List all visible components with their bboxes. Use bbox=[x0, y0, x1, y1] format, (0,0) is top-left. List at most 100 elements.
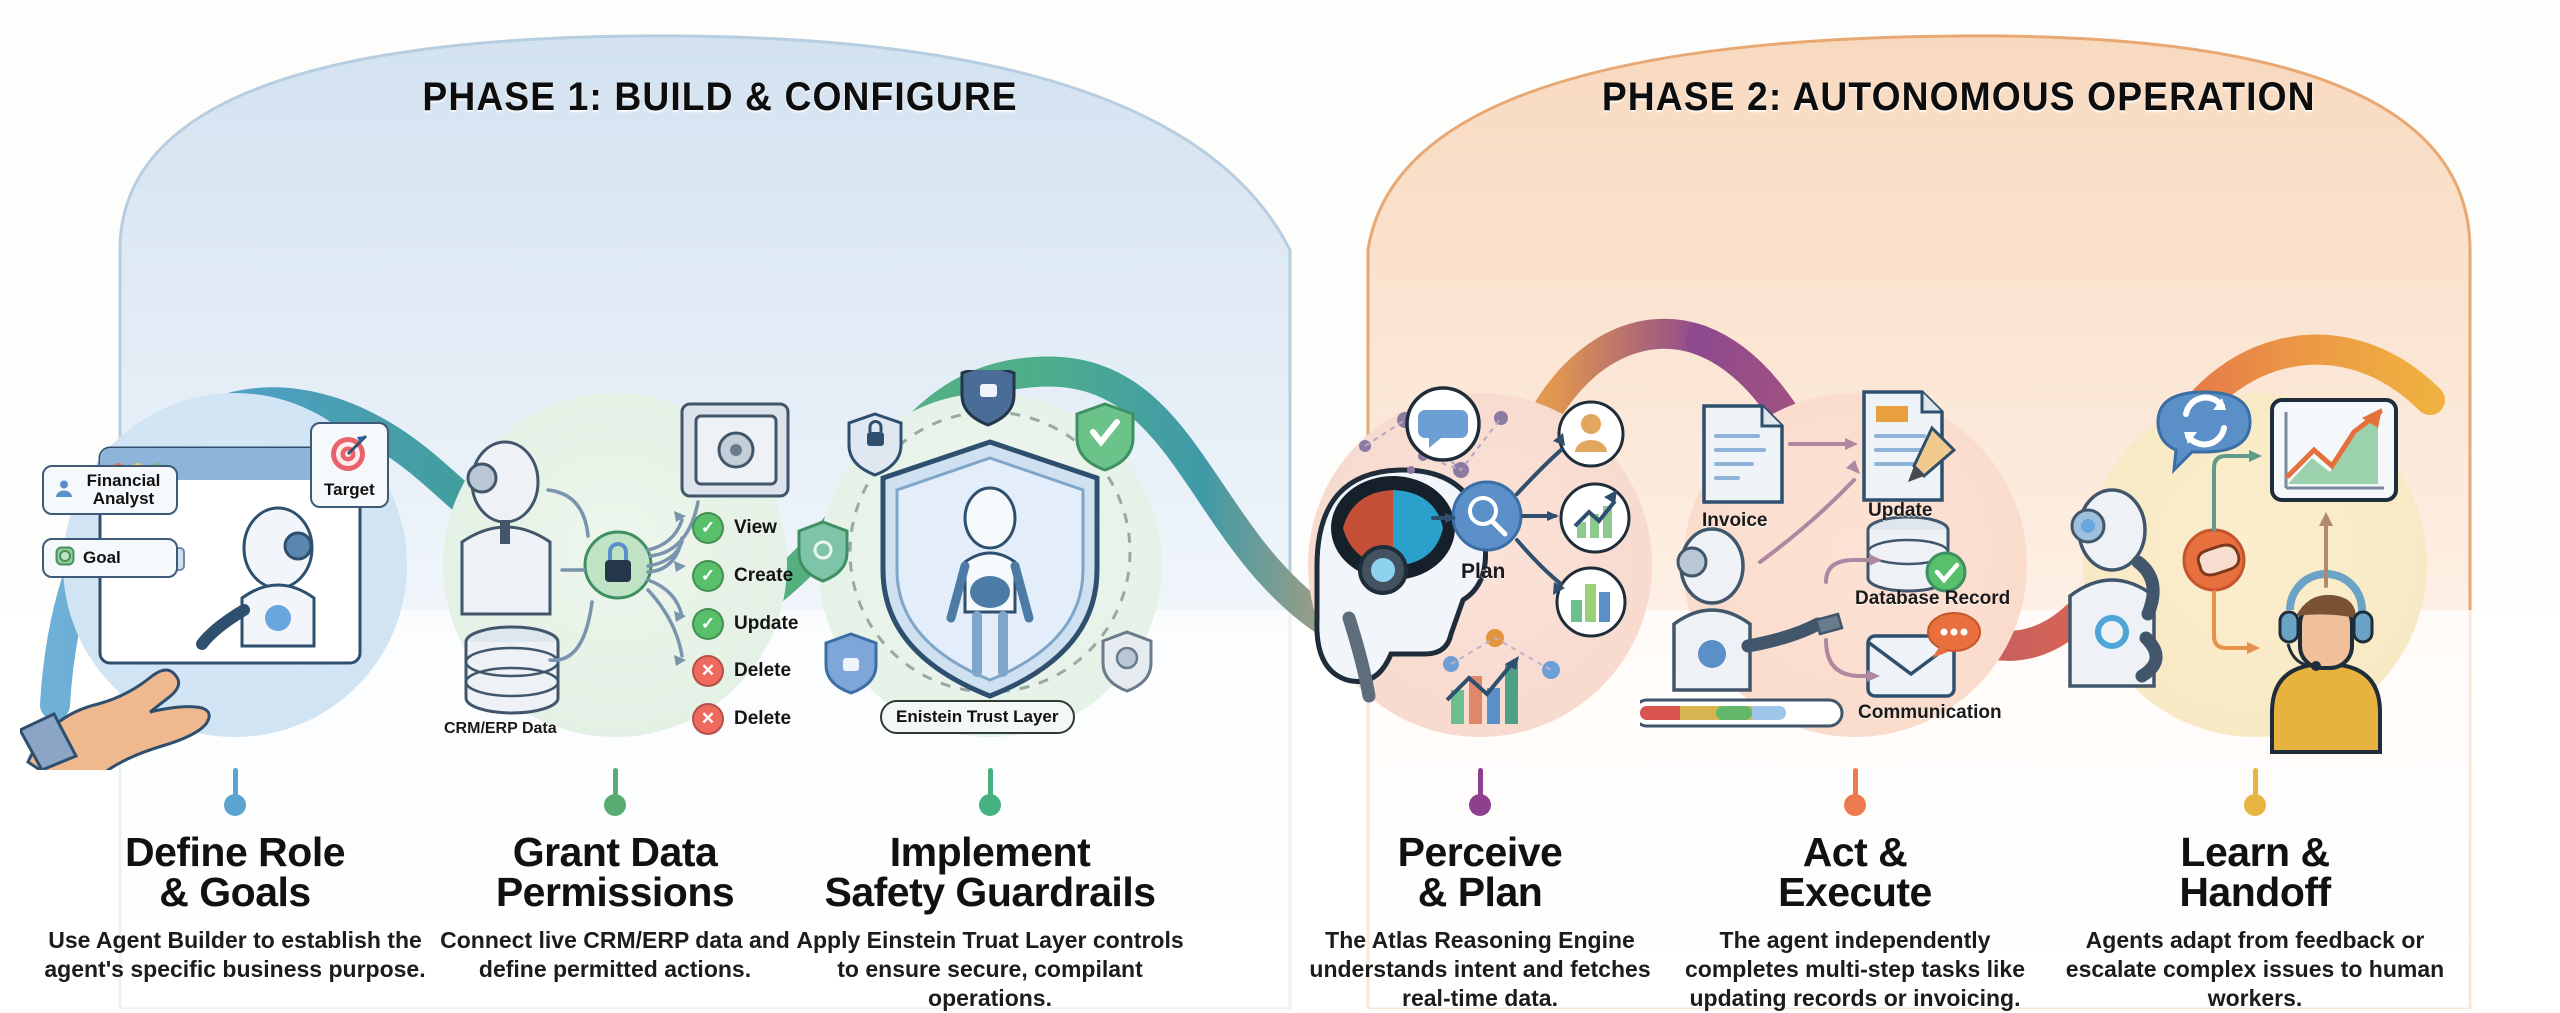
update-doc-icon bbox=[1862, 390, 1957, 502]
communication-label: Communication bbox=[1858, 702, 2002, 723]
step-2-title: Grant Data Permissions bbox=[400, 829, 830, 916]
step-perceive-plan[interactable]: Plan Perceive & Plan The Atlas Reasoning… bbox=[1265, 370, 1695, 1013]
step-1-title-line2: & Goals bbox=[159, 869, 311, 916]
step-5-title-line1: Act & bbox=[1802, 829, 1908, 875]
step-6-description: Agents adapt from feedback or escalate c… bbox=[2065, 927, 2445, 1012]
permission-label: Create bbox=[734, 565, 794, 586]
outcome-trend bbox=[1559, 482, 1631, 554]
trust-layer-badge[interactable]: Enistein Trust Layer bbox=[880, 700, 1075, 734]
human-agent-icon bbox=[2270, 570, 2382, 754]
step-4-title-line1: Perceive bbox=[1397, 829, 1563, 875]
step-6-illustration bbox=[2040, 370, 2470, 770]
step-5-title: Act & Execute bbox=[1640, 829, 2070, 916]
target-icon bbox=[327, 431, 371, 479]
cross-icon: ✕ bbox=[692, 655, 724, 687]
goal-icon bbox=[54, 545, 76, 571]
orbit-shield-check bbox=[1075, 402, 1135, 472]
step-6-title-line1: Learn & bbox=[2180, 829, 2330, 875]
step-2-title-line2: Permissions bbox=[495, 869, 735, 916]
connector-dot-5 bbox=[1844, 794, 1866, 816]
step-3-title-line1: Implement bbox=[889, 829, 1091, 875]
step-4-title: Perceive & Plan bbox=[1265, 829, 1695, 913]
permission-row[interactable]: ✓ Create bbox=[692, 560, 793, 592]
check-icon: ✓ bbox=[692, 512, 724, 544]
step-1-illustration: Financial Analyst Goal bbox=[17, 370, 450, 796]
step-5-title-line2: Execute bbox=[1778, 869, 1932, 916]
check-icon: ✓ bbox=[692, 608, 724, 640]
database-record-icon bbox=[1866, 515, 1967, 593]
target-bubble[interactable]: Target bbox=[310, 422, 389, 508]
step-4-description: The Atlas Reasoning Engine understands i… bbox=[1309, 927, 1651, 1012]
goal-chip-label: Goal bbox=[83, 548, 121, 567]
connector-dot-6 bbox=[2244, 794, 2266, 816]
connector-dot-4 bbox=[1469, 794, 1491, 816]
loop-bubble bbox=[2156, 390, 2252, 475]
permission-label: Delete bbox=[734, 708, 792, 729]
connector-stem-4 bbox=[1478, 768, 1483, 804]
connector-stem-1 bbox=[233, 768, 238, 804]
database-record-label: Database Record bbox=[1855, 588, 2011, 609]
step-2-description: Connect live CRM/ERP data and define per… bbox=[440, 927, 790, 983]
update-label: Update bbox=[1868, 500, 1933, 521]
role-chip[interactable]: Financial Analyst bbox=[42, 465, 178, 515]
step-implement-safety-guardrails[interactable]: Enistein Trust Layer Implement Safety Gu… bbox=[775, 362, 1205, 1013]
progress-bar bbox=[1632, 698, 1844, 728]
step-act-execute[interactable]: Invoice Update Database Record Communica… bbox=[1632, 370, 2070, 1013]
plan-label: Plan bbox=[1461, 560, 1506, 583]
permission-row[interactable]: ✕ Delete bbox=[692, 703, 791, 735]
phase-2-title: PHASE 2: AUTONOMOUS OPERATION bbox=[1601, 75, 2316, 119]
data-source-label: CRM/ERP Data bbox=[444, 720, 557, 737]
email-icon bbox=[1866, 612, 1981, 698]
connector-dot-3 bbox=[979, 794, 1001, 816]
permission-row[interactable]: ✕ Delete bbox=[692, 655, 791, 687]
step-grant-data-permissions[interactable]: ✓ View ✓ Create ✓ Update ✕ Delete ✕ Dele… bbox=[400, 370, 830, 984]
step-2-title-line1: Grant Data bbox=[512, 829, 718, 875]
connector-stem-5 bbox=[1853, 768, 1858, 804]
step-5-illustration: Invoice Update Database Record Communica… bbox=[1632, 370, 2070, 770]
connector-dot-1 bbox=[224, 794, 246, 816]
permission-row[interactable]: ✓ View bbox=[692, 512, 777, 544]
handoff-link-icon bbox=[2182, 528, 2246, 592]
permission-row[interactable]: ✓ Update bbox=[692, 608, 798, 640]
cross-icon: ✕ bbox=[692, 703, 724, 735]
permission-label: Update bbox=[734, 613, 799, 634]
mini-bar-chart bbox=[1445, 656, 1519, 724]
step-4-illustration: Plan bbox=[1265, 370, 1695, 770]
check-icon: ✓ bbox=[692, 560, 724, 592]
step-1-description: Use Agent Builder to establish the agent… bbox=[44, 927, 426, 983]
database-icon bbox=[464, 625, 560, 715]
connector-dot-2 bbox=[604, 794, 626, 816]
orbit-shield-lock-a bbox=[847, 412, 903, 477]
step-3-description: Apply Einstein Truat Layer controls to e… bbox=[796, 927, 1184, 1012]
orbit-shield-secure bbox=[824, 632, 878, 695]
growth-chart-card bbox=[2270, 398, 2398, 502]
step-1-title-line1: Define Role bbox=[124, 829, 346, 875]
permission-label: View bbox=[734, 517, 777, 538]
step-learn-handoff[interactable]: Learn & Handoff Agents adapt from feedba… bbox=[2040, 370, 2470, 1013]
step-5-description: The agent independently completes multi-… bbox=[1684, 927, 2025, 1012]
connector-stem-2 bbox=[613, 768, 618, 804]
connector-stem-6 bbox=[2253, 768, 2258, 804]
orbit-shield-privacy bbox=[797, 520, 849, 583]
invoice-label: Invoice bbox=[1702, 510, 1768, 531]
phase-1-title: PHASE 1: BUILD & CONFIGURE bbox=[422, 75, 1018, 119]
step-1-title: Define Role & Goals bbox=[20, 829, 450, 916]
orbit-shield-gear bbox=[1101, 630, 1153, 693]
invoice-doc-icon bbox=[1702, 404, 1784, 504]
step-2-illustration: ✓ View ✓ Create ✓ Update ✕ Delete ✕ Dele… bbox=[400, 370, 830, 770]
outcome-bars bbox=[1555, 566, 1627, 638]
step-3-illustration: Enistein Trust Layer bbox=[775, 362, 1205, 770]
connector-stem-3 bbox=[988, 768, 993, 804]
orbit-shield-lock-b bbox=[960, 362, 1016, 427]
user-icon bbox=[54, 478, 74, 502]
goal-chip[interactable]: Goal bbox=[42, 538, 178, 578]
step-3-title-line2: Safety Guardrails bbox=[824, 869, 1156, 916]
step-6-title-line2: Handoff bbox=[2179, 869, 2331, 916]
target-bubble-label: Target bbox=[324, 479, 375, 499]
role-chip-label: Financial Analyst bbox=[86, 471, 161, 508]
step-3-title: Implement Safety Guardrails bbox=[775, 829, 1205, 916]
outcome-persona bbox=[1557, 400, 1625, 468]
permission-label: Delete bbox=[734, 660, 792, 681]
step-define-role-goals[interactable]: Financial Analyst Goal bbox=[17, 370, 450, 984]
